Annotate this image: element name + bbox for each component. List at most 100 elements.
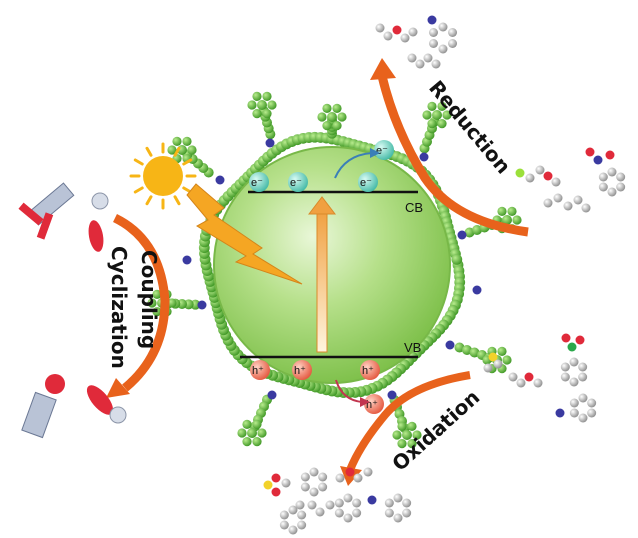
semiconductor-sphere (213, 146, 451, 384)
molecule-atom (483, 363, 493, 373)
molecule-atom (524, 372, 534, 382)
molecule-atom (543, 171, 553, 181)
molecule-atom (607, 167, 617, 177)
molecule-atom (318, 482, 328, 492)
reduction-arrow (370, 58, 529, 237)
molecule-atom (616, 172, 626, 182)
molecule-atom (560, 362, 570, 372)
molecule-atom (384, 508, 394, 518)
polymer-bead (427, 119, 437, 129)
molecule-atom (585, 147, 595, 157)
molecule-atom (415, 59, 425, 69)
molecule-atom (407, 53, 417, 63)
molecule-atom (515, 168, 525, 178)
molecule-atom (400, 33, 410, 43)
polymer-bead (451, 253, 463, 265)
cyclization-label: Cyclization (107, 246, 131, 369)
hole: h⁺ (364, 394, 384, 414)
molecule-atom (408, 27, 418, 37)
molecule-atom (334, 508, 344, 518)
sun-ray (133, 186, 144, 194)
polymer-bead (147, 298, 157, 308)
molecule-atom (392, 25, 402, 35)
molecule-atom (363, 467, 373, 477)
electron-transfer-arrow (334, 152, 373, 179)
sun-ray (145, 195, 153, 206)
molecule-atom (516, 378, 526, 388)
nitrogen-atom (182, 255, 192, 265)
molecule-atom (551, 177, 561, 187)
polymer-bead (332, 121, 342, 131)
polymer-bead (437, 101, 447, 111)
nitrogen-atom (387, 390, 397, 400)
molecule-atom (525, 173, 535, 183)
cb-label: CB (405, 200, 423, 215)
molecule-atom (343, 513, 353, 523)
molecule-atom (297, 510, 307, 520)
polymer-bead (392, 430, 402, 440)
molecule-atom (300, 482, 310, 492)
molecule-atom (431, 59, 441, 69)
molecule-atom (297, 520, 307, 530)
nitrogen-atom (457, 230, 467, 240)
hole: h⁺ (250, 360, 270, 380)
molecule-atom (488, 352, 498, 362)
molecule-atom (318, 472, 328, 482)
polymer-bead (262, 91, 272, 101)
nitrogen-atom (265, 138, 275, 148)
cyclization-products (21, 374, 127, 439)
molecule-atom (448, 28, 458, 37)
polymer-bead (257, 428, 267, 438)
molecule-atom (438, 44, 448, 54)
molecule-atom (569, 398, 579, 408)
svg-text:h⁺: h⁺ (366, 399, 378, 411)
molecule-atom (578, 413, 588, 423)
molecule-icons (263, 15, 626, 535)
molecule-atom (288, 525, 298, 535)
polymer-bead (427, 101, 437, 111)
molecule-atom (367, 495, 377, 505)
molecule-atom (352, 508, 362, 518)
molecule-atom (343, 493, 353, 503)
polymer-bead (167, 298, 177, 308)
molecule-atom (563, 201, 573, 211)
hole-transfer-arrowhead (360, 397, 370, 407)
polymer-bead (247, 428, 257, 438)
molecule-atom (448, 39, 458, 48)
molecule-atom (300, 472, 310, 482)
polymer-bead (512, 215, 522, 225)
molecule-atom (573, 195, 583, 205)
sun-ray (173, 195, 181, 206)
hole-group: h⁺ h⁺ h⁺ h⁺ (250, 360, 384, 414)
polymer-bead (267, 100, 277, 110)
molecule-atom (279, 520, 289, 530)
hole: h⁺ (360, 360, 380, 380)
polymer-bead (437, 119, 447, 129)
molecule-atom (295, 500, 305, 510)
polymer-bead (252, 419, 262, 429)
molecule-atom (271, 473, 281, 483)
molecule-atom (533, 378, 543, 388)
sun-ray (173, 146, 181, 157)
polymer-framework (147, 91, 522, 449)
molecule-atom (393, 493, 403, 503)
molecule-atom (575, 335, 585, 345)
molecule-atom (281, 478, 291, 488)
excitation-arrow (307, 196, 337, 353)
molecule-atom (325, 500, 335, 510)
polymer-bead (442, 110, 452, 120)
molecule-atom (288, 505, 298, 515)
nitrogen-atom (215, 175, 225, 185)
molecule-atom (309, 487, 319, 497)
polymer-bead (497, 206, 507, 216)
svg-text:h⁺: h⁺ (362, 365, 374, 377)
polymer-bead (152, 289, 162, 299)
polymer-bead (322, 103, 332, 113)
molecule-atom (263, 480, 273, 490)
molecule-atom (543, 198, 553, 208)
molecule-atom (438, 22, 448, 32)
polymer-bead (502, 355, 512, 365)
polymer-bead (507, 206, 517, 216)
svg-text:h⁺: h⁺ (252, 365, 264, 377)
